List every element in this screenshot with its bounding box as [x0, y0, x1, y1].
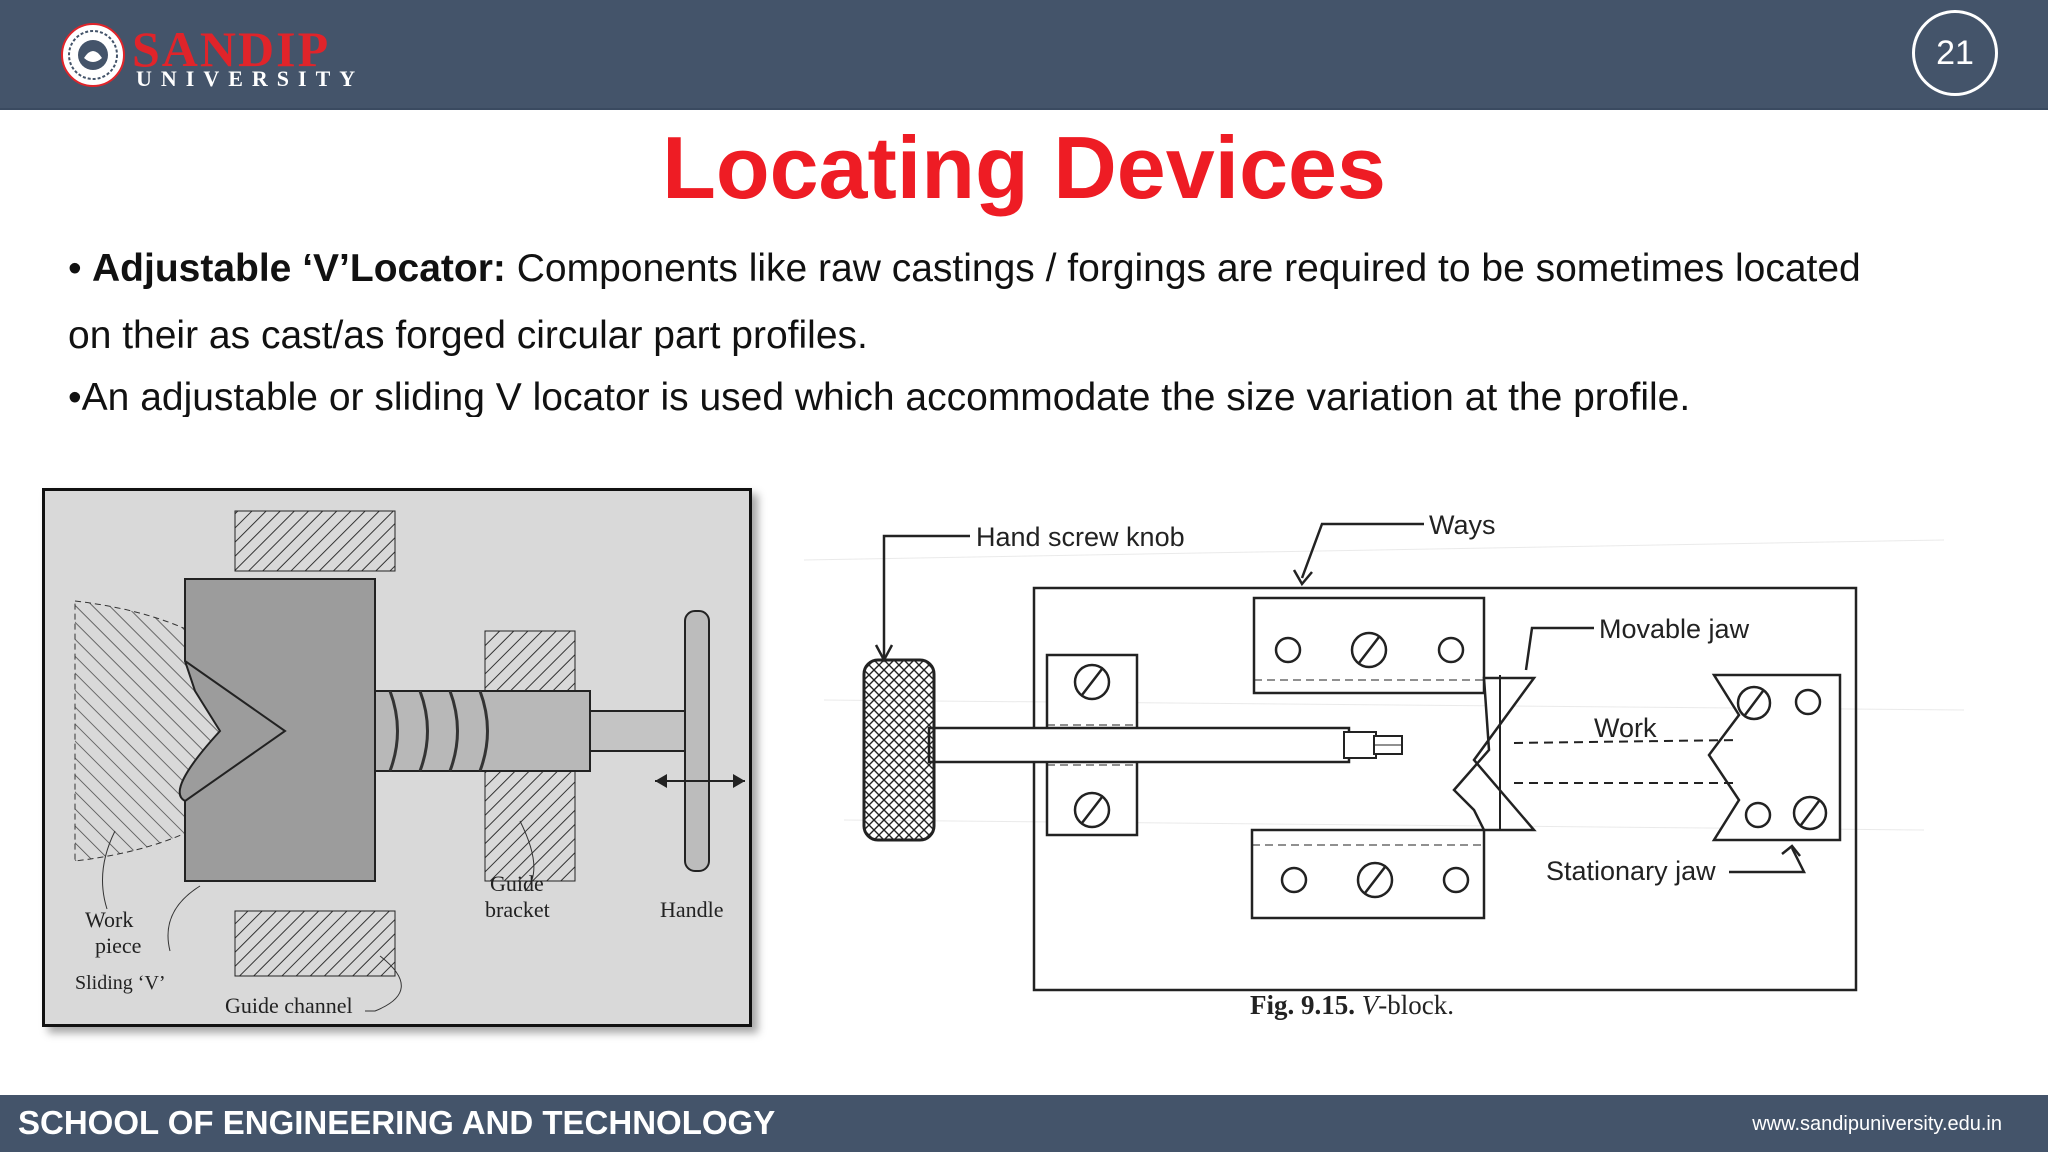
label-sliding-v: Sliding ‘V’ [75, 972, 166, 994]
figure-caption: Fig. 9.15. V-block. [1250, 990, 1454, 1020]
body-line-3: •An adjustable or sliding V locator is u… [68, 376, 1691, 418]
label-stationary-jaw: Stationary jaw [1546, 856, 1716, 886]
bullet-1-content: Adjustable ‘V’Locator: Components like r… [92, 244, 1861, 295]
bullet-1-text: Components like raw castings / forgings … [516, 247, 1861, 290]
label-movable-jaw: Movable jaw [1599, 614, 1750, 644]
sliding-v-drawing: Work piece Sliding ‘V’ Guide channel Gui… [74, 510, 745, 1018]
university-logo: SANDIP UNIVERSITY [60, 18, 360, 94]
slide-title: Locating Devices [662, 118, 1386, 217]
label-guide: Guide [490, 871, 544, 896]
caption-rest: -block. [1378, 990, 1454, 1020]
label-hand-screw-knob: Hand screw knob [976, 522, 1185, 552]
caption-v: V [1362, 990, 1382, 1020]
bullet-1-label: Adjustable ‘V’Locator: [92, 247, 506, 290]
bullet-dot: • [68, 247, 82, 290]
page-number: 21 [1912, 10, 1998, 96]
label-work: Work [1594, 713, 1657, 743]
bullet-1: • Adjustable ‘V’Locator: Components like… [68, 244, 1968, 295]
slide-body: • Adjustable ‘V’Locator: Components like… [68, 244, 1968, 417]
label-bracket: bracket [485, 897, 550, 922]
footer-bar: SCHOOL OF ENGINEERING AND TECHNOLOGY www… [0, 1095, 2048, 1152]
label-work: Work [85, 907, 133, 932]
header-bar: SANDIP UNIVERSITY 21 [0, 0, 2048, 110]
logo-subtitle: UNIVERSITY [136, 66, 365, 91]
label-handle: Handle [660, 897, 724, 922]
v-block-figure: Hand screw knob Ways Movable jaw Work St… [784, 500, 1984, 1040]
website-link[interactable]: www.sandipuniversity.edu.in [1752, 1113, 2002, 1135]
v-block-drawing: Hand screw knob Ways Movable jaw Work St… [803, 510, 1965, 1020]
logo-name: SANDIP [132, 21, 331, 77]
school-name: SCHOOL OF ENGINEERING AND TECHNOLOGY [18, 1104, 776, 1141]
label-ways: Ways [1429, 510, 1496, 540]
seal-icon [61, 23, 125, 87]
body-line-2: on their as cast/as forged circular part… [68, 313, 868, 357]
sliding-v-figure: Work piece Sliding ‘V’ Guide channel Gui… [42, 488, 752, 1027]
label-piece: piece [95, 933, 141, 958]
label-guide-channel: Guide channel [225, 993, 353, 1018]
caption-number: Fig. 9.15. [1250, 990, 1355, 1020]
